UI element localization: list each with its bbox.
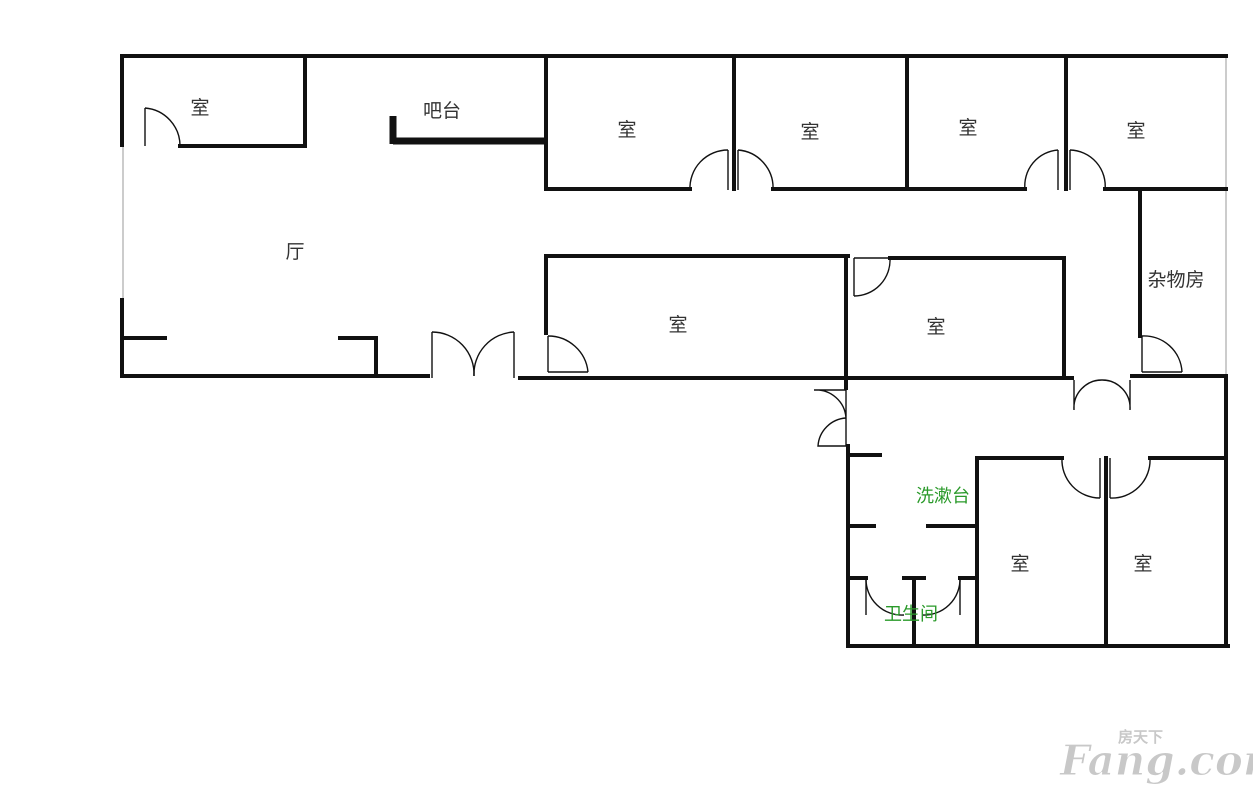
room-label-storage: 杂物房 — [1147, 269, 1204, 291]
room-label-top-1: 室 — [617, 119, 636, 141]
room-label-top-left: 室 — [190, 97, 209, 119]
watermark-logo: 房天下 Fang.com — [1059, 728, 1253, 786]
room-label-mid-left: 室 — [668, 314, 687, 336]
room-label-top-2: 室 — [800, 121, 819, 143]
room-label-mid-right: 室 — [926, 316, 945, 338]
room-label-top-3: 室 — [958, 117, 977, 139]
room-label-washbasin: 洗漱台 — [916, 486, 970, 507]
watermark-brand-en: Fang.com — [1059, 736, 1253, 785]
room-label-top-4: 室 — [1126, 120, 1145, 142]
room-label-bar: 吧台 — [423, 100, 461, 122]
walls — [120, 54, 1230, 648]
watermark-brand-cn: 房天下 — [1118, 728, 1163, 746]
room-label-hall: 厅 — [285, 241, 304, 263]
doors — [144, 107, 1183, 616]
room-label-bathroom: 卫生间 — [884, 604, 938, 625]
room-label-bottom-right: 室 — [1133, 553, 1152, 575]
room-label-bottom-left: 室 — [1010, 553, 1029, 575]
